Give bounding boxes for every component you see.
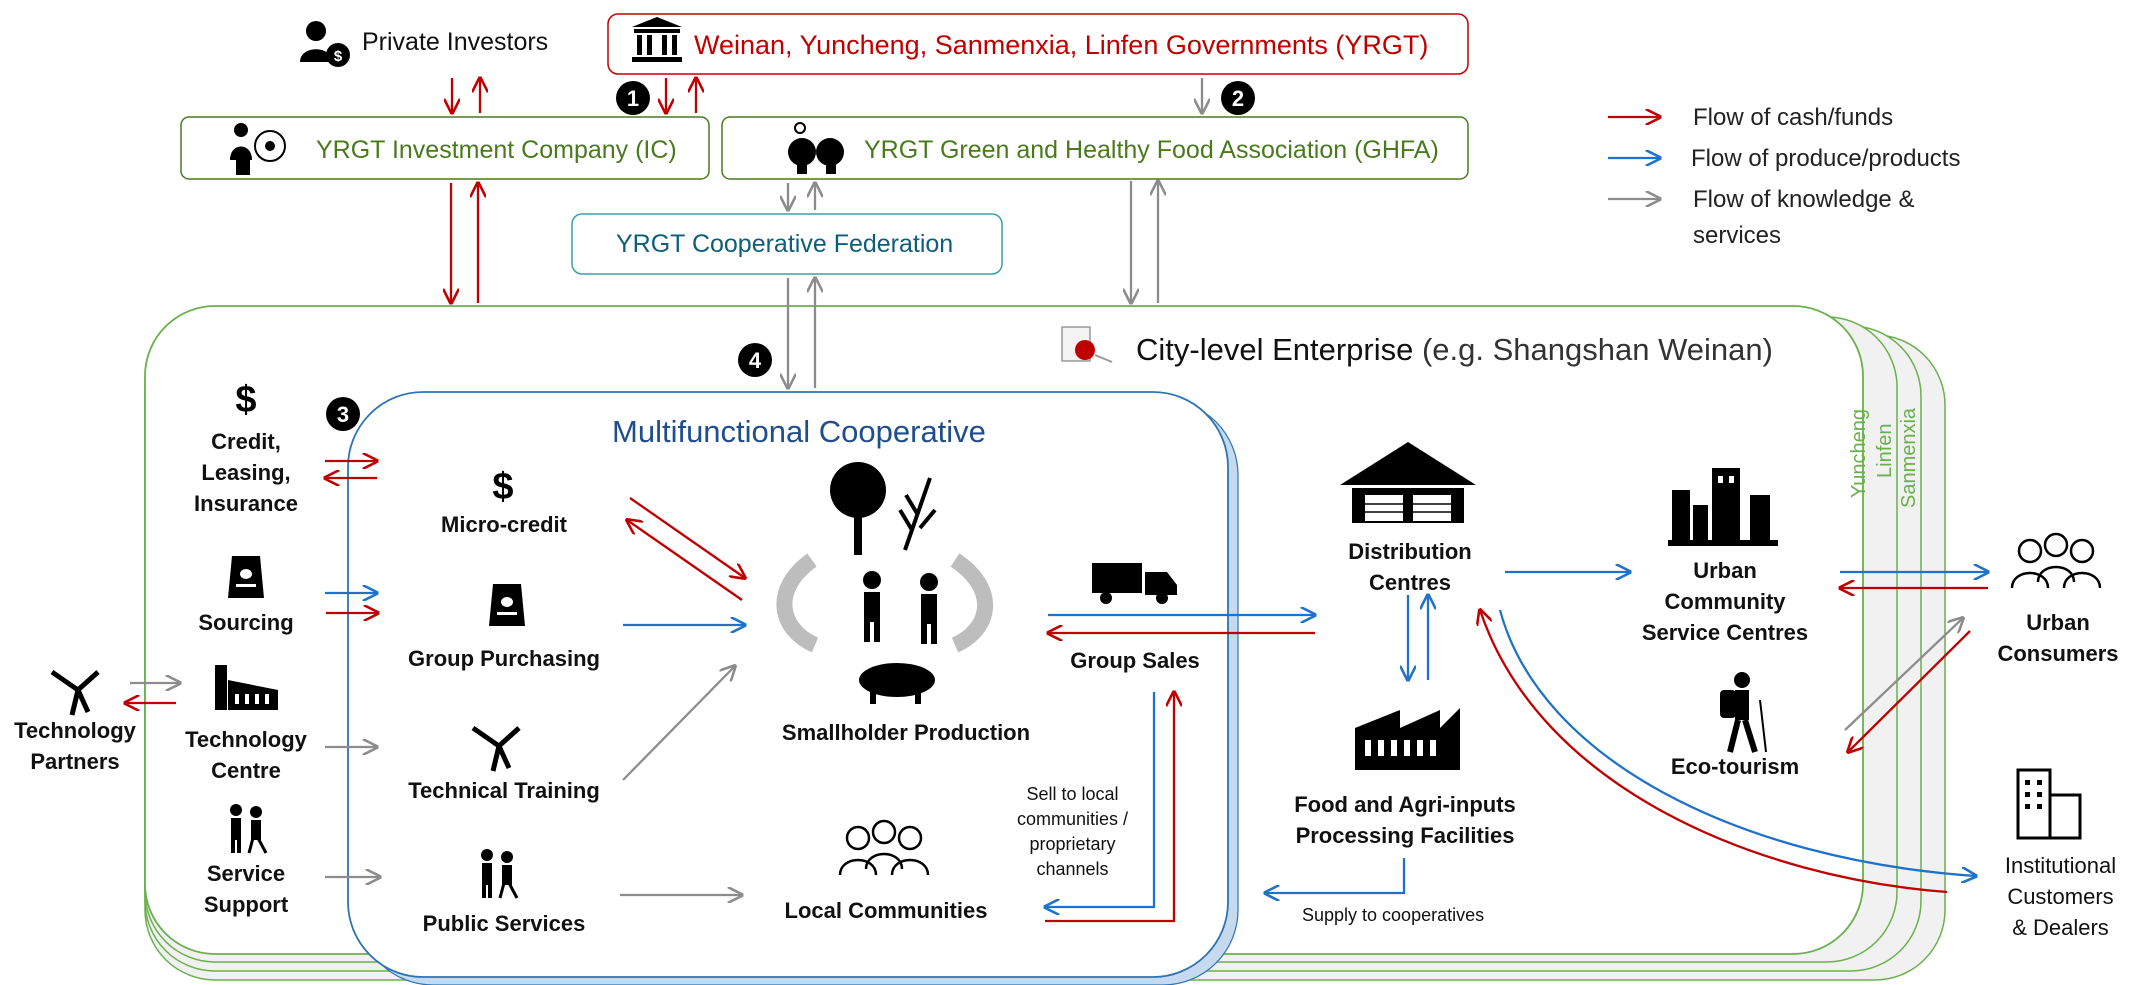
credit-label: Credit,Leasing,Insurance	[194, 429, 298, 516]
smallholder-label: Smallholder Production	[781, 720, 1031, 745]
group-purchasing-label: Group Purchasing	[408, 646, 600, 671]
legend-cash: Flow of cash/funds	[1693, 104, 1894, 131]
cooperative-box	[347, 391, 1229, 978]
governments-label: Weinan, Yuncheng, Sanmenxia, Linfen Gove…	[694, 30, 1429, 60]
cycle-arrows	[776, 553, 993, 653]
dollar-icon: $	[492, 466, 513, 508]
farmer-icon	[863, 571, 938, 644]
office-building-icon	[2016, 768, 2082, 840]
sourcing-label: Sourcing	[198, 610, 294, 635]
pruning-shears-icon	[50, 669, 100, 716]
public-services-label: Public Services	[422, 911, 586, 936]
federation-label: YRGT Cooperative Federation	[616, 230, 954, 258]
seed-bag-icon	[489, 584, 525, 626]
local-communities-label: Local Communities	[784, 898, 988, 923]
truck-icon	[1092, 563, 1177, 604]
knowledge-arrows	[130, 78, 1963, 895]
investor-icon: $	[300, 21, 350, 67]
svg-text:2: 2	[1232, 86, 1244, 111]
group-sales-label: Group Sales	[1070, 648, 1200, 673]
factory-icon	[1355, 708, 1460, 770]
cash-arrows	[125, 78, 1988, 923]
people-icon	[838, 819, 930, 876]
enterprise-title-main: City-level Enterprise	[1136, 332, 1414, 367]
factory-icon	[215, 665, 278, 710]
hiker-icon	[1720, 672, 1767, 753]
ghfa-box	[721, 116, 1469, 180]
legend-arrows	[1608, 117, 1660, 199]
city-label-sanmenxia: Sanmenxia	[1898, 407, 1920, 508]
legend-produce: Flow of produce/products	[1691, 145, 1961, 172]
enterprise-subtitle: (e.g. Shangshan Weinan)	[1413, 332, 1773, 367]
supply-label: Supply to cooperatives	[1302, 905, 1485, 925]
produce-arrows	[325, 572, 1988, 907]
seed-bag-icon	[228, 556, 264, 598]
marker-2: 2	[1221, 81, 1255, 115]
svg-text:4: 4	[749, 348, 762, 373]
enterprise-title: City-level Enterprise (e.g. Shangshan We…	[1136, 332, 1773, 368]
investment-company-box	[180, 116, 710, 180]
marker-4: 4	[738, 343, 772, 377]
warehouse-icon	[1340, 442, 1476, 523]
government-building-icon	[632, 17, 682, 62]
dollar-icon: $	[235, 379, 256, 421]
marker-3: 3	[326, 397, 360, 431]
investment-company-label: YRGT Investment Company (IC)	[316, 136, 677, 164]
city-buildings-icon	[1668, 468, 1778, 546]
technical-training-label: Technical Training	[408, 778, 600, 803]
people-icon	[230, 804, 268, 854]
micro-credit-label: Micro-credit	[441, 512, 567, 537]
tree-icon	[830, 462, 886, 555]
svg-text:1: 1	[627, 86, 639, 111]
ghfa-label: YRGT Green and Healthy Food Association …	[864, 136, 1439, 164]
city-label-linfen: Linfen	[1874, 423, 1896, 479]
pig-icon	[859, 663, 935, 704]
eco-tourism-label: Eco-tourism	[1670, 754, 1800, 779]
governments-box	[607, 13, 1469, 75]
people-icon	[2010, 532, 2102, 589]
city-label-yuncheng: Yuncheng	[1848, 409, 1870, 498]
svg-text:$: $	[334, 48, 343, 65]
brain-icon	[788, 122, 844, 174]
federation-box	[571, 213, 1003, 275]
investment-icon	[230, 123, 286, 175]
enterprise-icon	[1061, 326, 1113, 363]
marker-1: 1	[616, 81, 650, 115]
pruning-shears-icon	[471, 725, 521, 772]
cooperative-title: Multifunctional Cooperative	[612, 414, 986, 449]
private-investors-label: Private Investors	[362, 28, 549, 56]
legend-knowledge-line2: services	[1693, 222, 1782, 249]
wheat-icon	[898, 477, 937, 551]
people-icon	[481, 849, 519, 899]
legend-knowledge: Flow of knowledge &	[1693, 186, 1915, 213]
svg-text:3: 3	[337, 402, 349, 427]
